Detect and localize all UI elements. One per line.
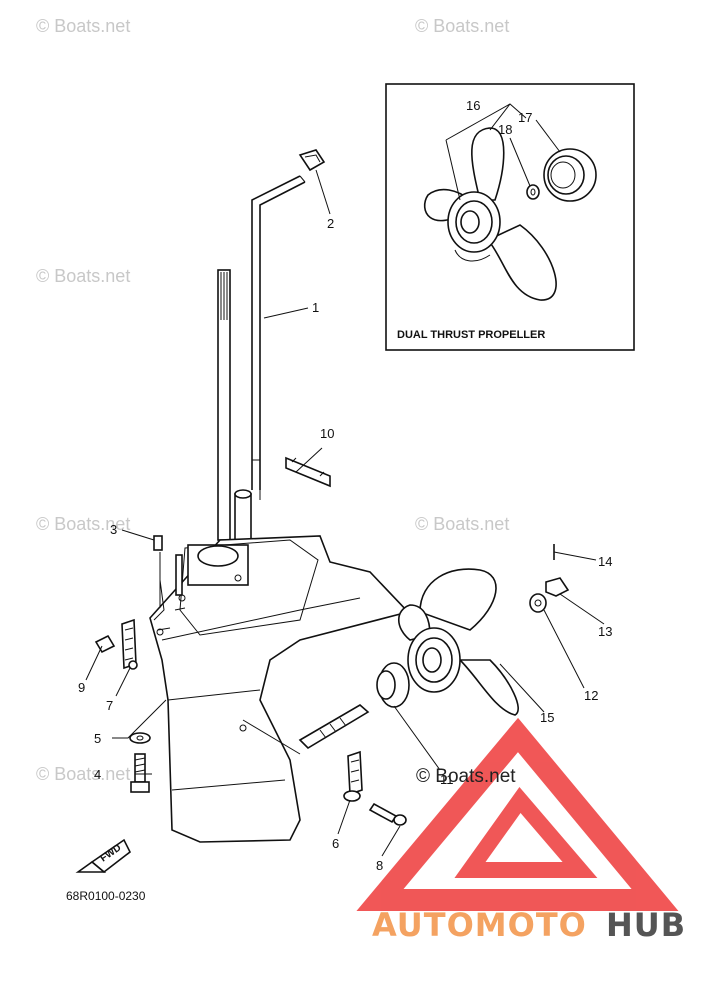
part-label-8: 8 (376, 858, 383, 873)
washer-small (128, 660, 138, 670)
drive-shaft (217, 269, 231, 541)
watermark: © Boats.net (36, 16, 130, 36)
part-label-16: 16 (466, 98, 480, 113)
propeller-nut (545, 577, 570, 597)
drawing-number: 68R0100-0230 (66, 889, 146, 903)
part-label-5: 5 (94, 731, 101, 746)
part-label-17: 17 (518, 110, 532, 125)
watermark: © Boats.net (36, 764, 130, 784)
watermark: © Boats.net (415, 16, 509, 36)
inset-spacer (543, 148, 597, 202)
brand-wordmark: AUTOMOTO HUB (372, 906, 686, 944)
nut (94, 634, 116, 654)
part-label-10: 10 (320, 426, 334, 441)
watermark-inline: © Boats.net (416, 766, 516, 787)
watermark: © Boats.net (36, 514, 130, 534)
watermark: © Boats.net (36, 266, 130, 286)
watermark: © Boats.net (415, 514, 509, 534)
part-label-13: 13 (598, 624, 612, 639)
part-label-15: 15 (540, 710, 554, 725)
lower-case (149, 535, 410, 843)
inset-washer (526, 184, 540, 200)
brand-logo-triangle (356, 717, 679, 911)
clip (285, 456, 331, 488)
part-label-3: 3 (110, 522, 117, 537)
inset-caption: DUAL THRUST PROPELLER (397, 329, 545, 341)
part-label-4: 4 (94, 767, 101, 782)
screw (368, 802, 407, 826)
dowel-pin (153, 535, 163, 551)
inset-propeller (423, 127, 557, 301)
shift-coupling (234, 489, 252, 545)
part-label-2: 2 (327, 216, 334, 231)
part-label-7: 7 (106, 698, 113, 713)
washer (129, 732, 151, 744)
bolt (130, 753, 150, 793)
thrust-spacer (376, 662, 410, 708)
fwd-arrow: FWD (75, 838, 132, 874)
anode-lower (343, 750, 363, 802)
part-label-12: 12 (584, 688, 598, 703)
brand-part2: HUB (606, 906, 686, 944)
inset-panel: 16 17 18 DUAL THRUST PROPELLER (385, 83, 635, 351)
part-label-6: 6 (332, 836, 339, 851)
leaders (85, 169, 605, 857)
part-label-11: 11 (440, 772, 454, 787)
part-label-1: 1 (312, 300, 319, 315)
part-label-9: 9 (78, 680, 85, 695)
part-labels: 1 2 3 4 5 6 7 8 9 10 11 12 13 14 15 (78, 216, 612, 873)
brand-part1: AUTOMOTO (372, 906, 587, 944)
part-label-18: 18 (498, 122, 512, 137)
main-propeller (397, 568, 519, 716)
grommet (298, 149, 326, 172)
stud-bolt (175, 554, 183, 596)
shift-rod (251, 175, 306, 490)
part-label-14: 14 (598, 554, 612, 569)
propeller-shaft (298, 704, 370, 750)
propeller-washer (529, 593, 547, 613)
